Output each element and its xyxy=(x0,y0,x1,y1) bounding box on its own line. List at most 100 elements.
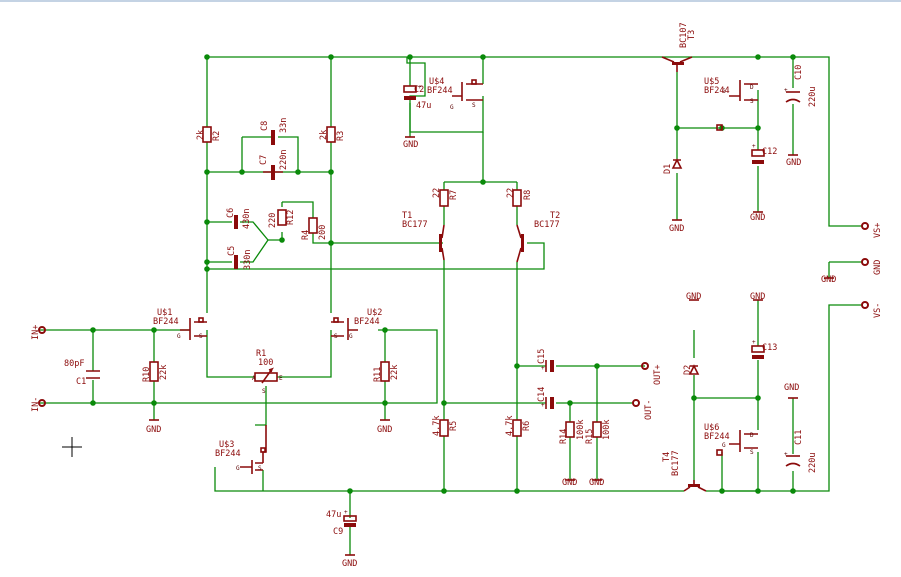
transistor-t3[interactable]: BC107 T3 xyxy=(661,22,697,72)
connector-vs-minus[interactable]: VS- xyxy=(861,301,883,318)
resistor-r12[interactable]: 220 R12 xyxy=(268,209,296,228)
diode-d2[interactable]: D2 xyxy=(683,364,700,375)
resistor-r15[interactable]: R15 100k xyxy=(585,420,612,444)
svg-text:+: + xyxy=(752,143,756,150)
capacitor-c10[interactable]: + C10 220u xyxy=(784,65,818,107)
r4-value: 200 xyxy=(318,225,328,240)
capacitor-c14[interactable]: + C14 xyxy=(537,387,554,409)
c11-name: C11 xyxy=(794,430,804,445)
transistor-t2[interactable]: T2 BC177 xyxy=(516,211,560,263)
resistor-r4[interactable]: R4 200 xyxy=(301,217,328,240)
fet-u5[interactable]: G D S U$5 BF244 xyxy=(704,77,758,131)
u4-value: BF244 xyxy=(427,86,453,96)
transistor-t4[interactable]: T4 BC177 xyxy=(662,450,707,492)
gnd-c11-icon: GND xyxy=(784,383,799,399)
r2-name: R2 xyxy=(212,131,222,141)
t4-value: BC177 xyxy=(671,450,681,476)
c8-value: 33n xyxy=(279,118,289,133)
r6-name: R6 xyxy=(522,421,532,431)
t3-value: BC107 xyxy=(679,22,689,48)
u6-pin-d: D xyxy=(750,432,754,439)
svg-text:+: + xyxy=(784,451,788,458)
t4-name: T4 xyxy=(662,452,672,462)
crosshair-cursor-icon xyxy=(62,437,82,457)
capacitor-c13[interactable]: + C13 xyxy=(751,339,777,359)
u1-pin-g: G xyxy=(177,333,181,340)
capacitor-c6[interactable]: C6 430n xyxy=(226,208,252,229)
c5-value: 330n xyxy=(243,250,253,270)
resistor-r7[interactable]: 22 R7 xyxy=(432,188,459,207)
diode-d1[interactable]: D1 xyxy=(663,158,683,174)
connector-gnd[interactable]: GND xyxy=(861,258,883,275)
capacitor-c9[interactable]: + 47u C9 xyxy=(326,509,357,537)
fet-u3[interactable]: G S U$3 BF244 xyxy=(215,425,267,474)
window-top-border xyxy=(0,0,901,2)
capacitor-c1[interactable]: 80pF C1 xyxy=(64,359,100,387)
r10-name: R10 xyxy=(142,367,152,382)
svg-text:OUT-: OUT- xyxy=(644,400,654,420)
capacitor-c7[interactable]: C7 220n xyxy=(259,150,289,180)
r1-name: R1 xyxy=(256,349,266,359)
svg-text:GND: GND xyxy=(686,292,701,302)
connector-out-plus[interactable]: OUT+ xyxy=(641,362,663,385)
svg-text:GND: GND xyxy=(377,425,392,435)
ground-symbols: GND GND GND GND GND GND GND GND GND GND … xyxy=(146,136,836,569)
svg-text:VS+: VS+ xyxy=(873,223,883,238)
resistor-r6[interactable]: 4.7k R6 xyxy=(505,416,532,437)
capacitor-c12[interactable]: + C12 xyxy=(751,143,777,164)
r8-value: 22 xyxy=(506,188,516,198)
resistor-r5[interactable]: 4.7k R5 xyxy=(432,416,459,437)
connector-vs-plus[interactable]: VS+ xyxy=(861,222,883,238)
r4-name: R4 xyxy=(301,230,311,240)
resistor-r11[interactable]: R11 22k xyxy=(373,361,400,382)
resistor-r8[interactable]: 22 R8 xyxy=(506,188,533,207)
capacitor-c8[interactable]: C8 33n xyxy=(260,118,289,145)
c9-value: 47u xyxy=(326,510,341,520)
u5-pin-g: G xyxy=(722,88,726,95)
capacitor-c2[interactable]: + C2 47u xyxy=(403,84,431,111)
capacitor-c15[interactable]: + C15 xyxy=(537,349,554,372)
c13-name: C13 xyxy=(762,343,777,353)
svg-text:GND: GND xyxy=(146,425,161,435)
svg-text:GND: GND xyxy=(750,213,765,223)
r5-name: R5 xyxy=(449,421,459,431)
r8-name: R8 xyxy=(523,190,533,200)
svg-text:+: + xyxy=(344,509,348,516)
connector-in-plus[interactable]: IN+ xyxy=(31,325,46,340)
u3-pin-g: G xyxy=(236,465,240,472)
c7-value: 220n xyxy=(279,150,289,170)
resistor-r3[interactable]: 2k R3 xyxy=(319,126,346,143)
connector-in-minus[interactable]: IN- xyxy=(31,397,46,412)
r6-value: 4.7k xyxy=(505,416,515,436)
fet-u2[interactable]: G S U$2 BF244 xyxy=(331,308,382,340)
connector-out-minus[interactable]: OUT- xyxy=(632,399,654,420)
svg-text:+: + xyxy=(752,339,756,346)
svg-text:GND: GND xyxy=(786,158,801,168)
fet-u6[interactable]: G D S U$6 BF244 xyxy=(704,423,758,456)
r15-value: 100k xyxy=(602,420,612,440)
c11-value: 220u xyxy=(808,453,818,473)
fet-u4[interactable]: G S U$4 BF244 xyxy=(427,77,483,111)
resistor-r14[interactable]: R14 100k xyxy=(559,420,586,444)
svg-text:+: + xyxy=(541,365,545,372)
capacitor-c5[interactable]: C5 330n xyxy=(227,246,253,270)
c2-name: C2 xyxy=(414,85,424,95)
c8-name: C8 xyxy=(260,121,270,131)
t2-value: BC177 xyxy=(534,220,560,230)
resistor-r2[interactable]: 2k R2 xyxy=(196,126,222,143)
r5-value: 4.7k xyxy=(432,416,442,436)
resistor-r10[interactable]: R10 22k xyxy=(142,361,169,382)
u6-pin-g: G xyxy=(722,442,726,449)
svg-text:GND: GND xyxy=(821,275,836,285)
capacitor-c11[interactable]: + C11 220u xyxy=(784,430,818,473)
t1-name: T1 xyxy=(402,211,412,221)
r1-pin-s: S xyxy=(262,388,266,395)
transistor-t1[interactable]: T1 BC177 xyxy=(402,211,445,261)
u3-name: U$3 xyxy=(219,440,234,450)
u2-pin-g: G xyxy=(349,333,353,340)
fet-u1[interactable]: G S U$1 BF244 xyxy=(153,308,207,340)
u4-name: U$4 xyxy=(429,77,444,87)
potentiometer-r1[interactable]: A E S R1 100 xyxy=(252,349,283,395)
u1-pin-s: S xyxy=(199,333,203,340)
r7-name: R7 xyxy=(449,190,459,200)
